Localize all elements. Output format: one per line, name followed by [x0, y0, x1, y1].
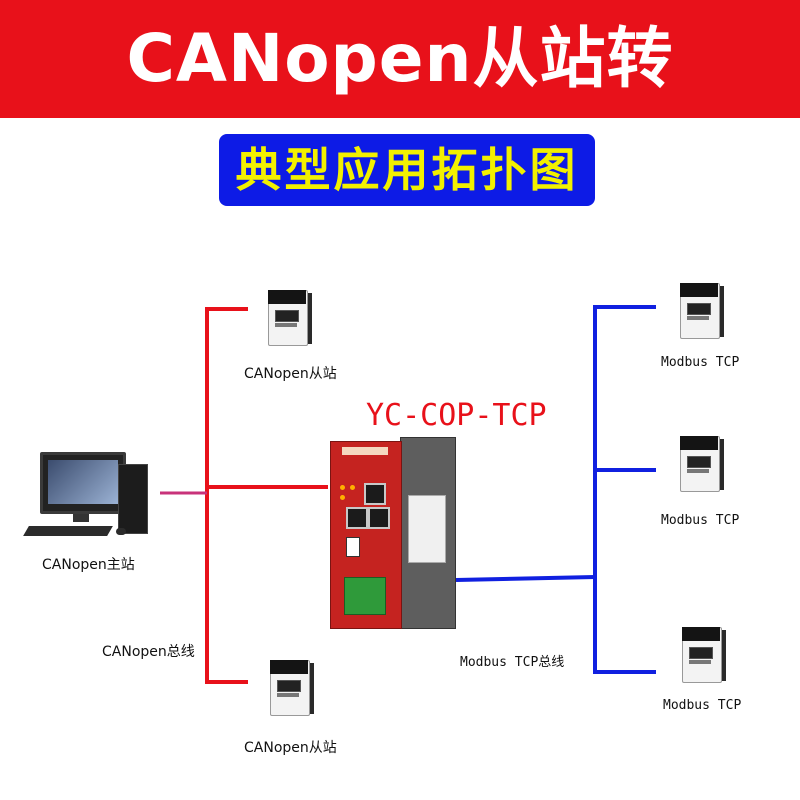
modbus-label-3: Modbus TCP: [663, 698, 742, 713]
modbus-bus-label: Modbus TCP总线: [460, 655, 565, 670]
subtitle-box: 典型应用拓扑图: [219, 134, 595, 206]
canopen-slave-label-top: CANopen从站: [244, 366, 337, 382]
gateway-device: [330, 437, 456, 629]
canopen-slave-device-bottom: [270, 660, 314, 716]
modbus-label-1: Modbus TCP: [661, 355, 740, 370]
modbus-device-2: [680, 436, 724, 492]
modbus-label-2: Modbus TCP: [661, 513, 740, 528]
modbus-device-3: [682, 627, 726, 683]
gateway-model-label: YC-COP-TCP: [366, 398, 547, 433]
canopen-slave-label-bottom: CANopen从站: [244, 740, 337, 756]
canopen-bus-label: CANopen总线: [102, 644, 195, 660]
subtitle: 典型应用拓扑图: [235, 143, 579, 197]
canopen-slave-device-top: [268, 290, 312, 346]
modbus-wire-gateway: [455, 575, 596, 582]
modbus-device-1: [680, 283, 724, 339]
canopen-master-pc-icon: [18, 448, 148, 538]
canopen-master-label: CANopen主站: [42, 557, 135, 573]
